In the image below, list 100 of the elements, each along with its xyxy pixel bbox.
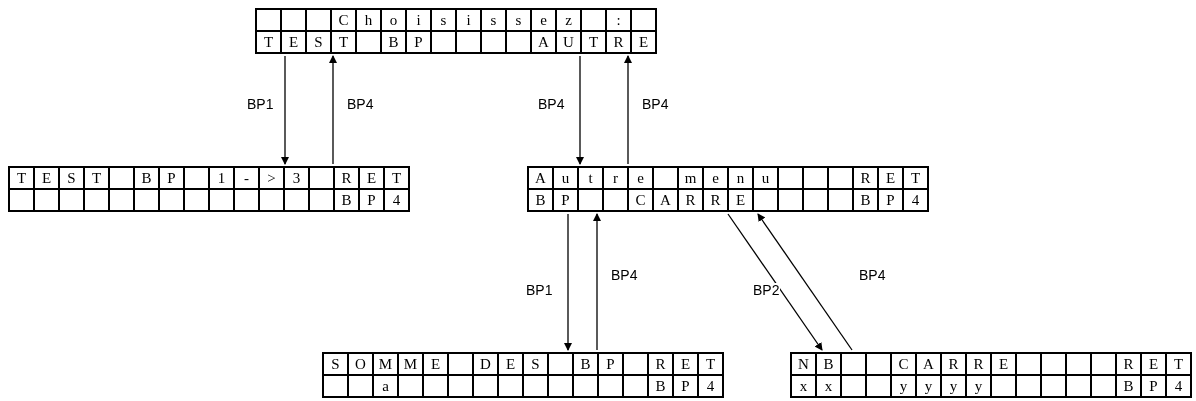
lcd-cell: B (528, 189, 553, 211)
lcd-cell: T (256, 31, 281, 53)
lcd-cell: B (134, 167, 159, 189)
arrow (624, 55, 632, 165)
lcd-cell: P (1141, 375, 1166, 397)
edge-label: BP2 (752, 283, 781, 297)
arrow (576, 55, 584, 165)
lcd-cell: T (9, 167, 34, 189)
lcd-cell: P (598, 353, 623, 375)
arrow (757, 213, 853, 351)
lcd-cell: S (323, 353, 348, 375)
lcd-cell: P (553, 189, 578, 211)
lcd-cell: S (306, 31, 331, 53)
lcd-cell: i (406, 9, 431, 31)
lcd-cell: R (966, 353, 991, 375)
lcd-cell: R (334, 167, 359, 189)
lcd-cell: S (59, 167, 84, 189)
edge-label: BP4 (537, 97, 566, 111)
lcd-cell: h (356, 9, 381, 31)
lcd-display-grid (322, 352, 724, 398)
lcd-cell: E (991, 353, 1016, 375)
lcd-cell: y (966, 375, 991, 397)
edge-label: BP4 (610, 268, 639, 282)
lcd-cell: A (653, 189, 678, 211)
lcd-cell: C (331, 9, 356, 31)
lcd-cell: T (698, 353, 723, 375)
lcd-cell: B (334, 189, 359, 211)
lcd-cell: T (84, 167, 109, 189)
lcd-cell: A (916, 353, 941, 375)
arrow (593, 213, 601, 351)
lcd-cell: M (398, 353, 423, 375)
lcd-cell: E (631, 31, 656, 53)
arrow (564, 213, 572, 351)
lcd-cell: - (234, 167, 259, 189)
lcd-cell: P (159, 167, 184, 189)
lcd-cell: m (678, 167, 703, 189)
edge-label: BP4 (858, 268, 887, 282)
lcd-cell: P (673, 375, 698, 397)
lcd-cell: B (1116, 375, 1141, 397)
lcd-cell: E (673, 353, 698, 375)
edge-label: BP4 (346, 97, 375, 111)
lcd-cell: D (473, 353, 498, 375)
lcd-cell: O (348, 353, 373, 375)
lcd-cell: s (431, 9, 456, 31)
lcd-cell: C (891, 353, 916, 375)
lcd-cell: M (373, 353, 398, 375)
lcd-cell: P (359, 189, 384, 211)
lcd-cell: 3 (284, 167, 309, 189)
lcd-display-grid (8, 166, 410, 212)
lcd-cell: E (878, 167, 903, 189)
lcd-cell: B (853, 189, 878, 211)
lcd-cell: P (878, 189, 903, 211)
lcd-cell: s (506, 9, 531, 31)
lcd-cell: E (498, 353, 523, 375)
lcd-cell: S (523, 353, 548, 375)
lcd-cell: t (578, 167, 603, 189)
arrow (727, 213, 823, 351)
lcd-cell: E (728, 189, 753, 211)
lcd-cell: T (581, 31, 606, 53)
lcd-cell: B (816, 353, 841, 375)
lcd-cell: T (331, 31, 356, 53)
lcd-cell: e (628, 167, 653, 189)
lcd-cell: x (816, 375, 841, 397)
edge-label: BP1 (525, 283, 554, 297)
lcd-cell: u (753, 167, 778, 189)
lcd-cell: e (703, 167, 728, 189)
lcd-cell: s (481, 9, 506, 31)
lcd-cell: 4 (384, 189, 409, 211)
lcd-cell: E (359, 167, 384, 189)
lcd-display-grid (527, 166, 929, 212)
lcd-cell: R (853, 167, 878, 189)
lcd-cell: R (648, 353, 673, 375)
lcd-display-grid (255, 8, 657, 54)
lcd-cell: T (1166, 353, 1191, 375)
lcd-cell: a (373, 375, 398, 397)
lcd-cell: x (791, 375, 816, 397)
lcd-cell: E (1141, 353, 1166, 375)
lcd-cell: R (941, 353, 966, 375)
lcd-cell: y (941, 375, 966, 397)
lcd-cell: r (603, 167, 628, 189)
lcd-cell: y (916, 375, 941, 397)
lcd-cell: e (531, 9, 556, 31)
lcd-cell: B (648, 375, 673, 397)
arrow (329, 55, 337, 165)
lcd-cell: > (259, 167, 284, 189)
lcd-cell: U (556, 31, 581, 53)
lcd-cell: C (628, 189, 653, 211)
arrow (281, 55, 289, 165)
lcd-cell: n (728, 167, 753, 189)
lcd-cell: B (573, 353, 598, 375)
lcd-display-grid (790, 352, 1192, 398)
lcd-cell: u (553, 167, 578, 189)
lcd-cell: 1 (209, 167, 234, 189)
lcd-cell: E (281, 31, 306, 53)
edge-label: BP4 (641, 97, 670, 111)
lcd-cell: R (1116, 353, 1141, 375)
lcd-cell: i (456, 9, 481, 31)
lcd-cell: E (423, 353, 448, 375)
lcd-cell: 4 (698, 375, 723, 397)
lcd-cell: 4 (1166, 375, 1191, 397)
